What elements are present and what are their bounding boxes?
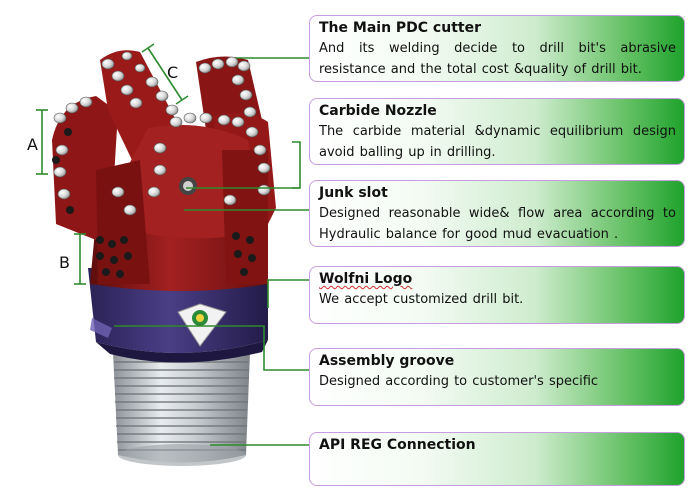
callout-body: Designed reasonable wide& flow area acco… [319,206,676,242]
callout-title: Carbide Nozzle [319,103,437,119]
callout-junk-slot: Junk slot Designed reasonable wide& flow… [309,180,685,247]
callout-title: Assembly groove [319,353,455,369]
pdc-cutters [53,51,271,216]
dimension-markers [36,43,189,285]
callout-body: And its welding decide to drill bit's ab… [319,41,676,77]
callout-title: The Main PDC cutter [319,20,481,36]
callout-api-reg-connection: API REG Connection [309,432,685,486]
callout-title: API REG Connection [319,437,476,453]
callout-body: We accept customized drill bit. [319,292,524,307]
callout-main-pdc-cutter: The Main PDC cutter And its welding deci… [309,15,685,82]
leader-lines [114,57,309,446]
callout-carbide-nozzle: Carbide Nozzle The carbide material &dyn… [309,98,685,165]
callout-wolfni-logo: Wolfni Logo We accept customized drill b… [309,266,685,324]
dimension-label-a: A [27,135,38,154]
callout-body: Designed according to customer's specifi… [319,374,599,389]
wolfni-logo [177,303,227,347]
callout-assembly-groove: Assembly groove Designed according to cu… [309,348,685,406]
callout-body: The carbide material &dynamic equilibriu… [319,124,676,160]
dimension-label-c: C [167,63,179,82]
gauge-inserts [52,128,256,278]
api-reg-thread [113,352,250,466]
callout-title: Junk slot [319,185,388,201]
callout-title: Wolfni Logo [319,271,413,287]
dimension-label-b: B [59,253,70,272]
